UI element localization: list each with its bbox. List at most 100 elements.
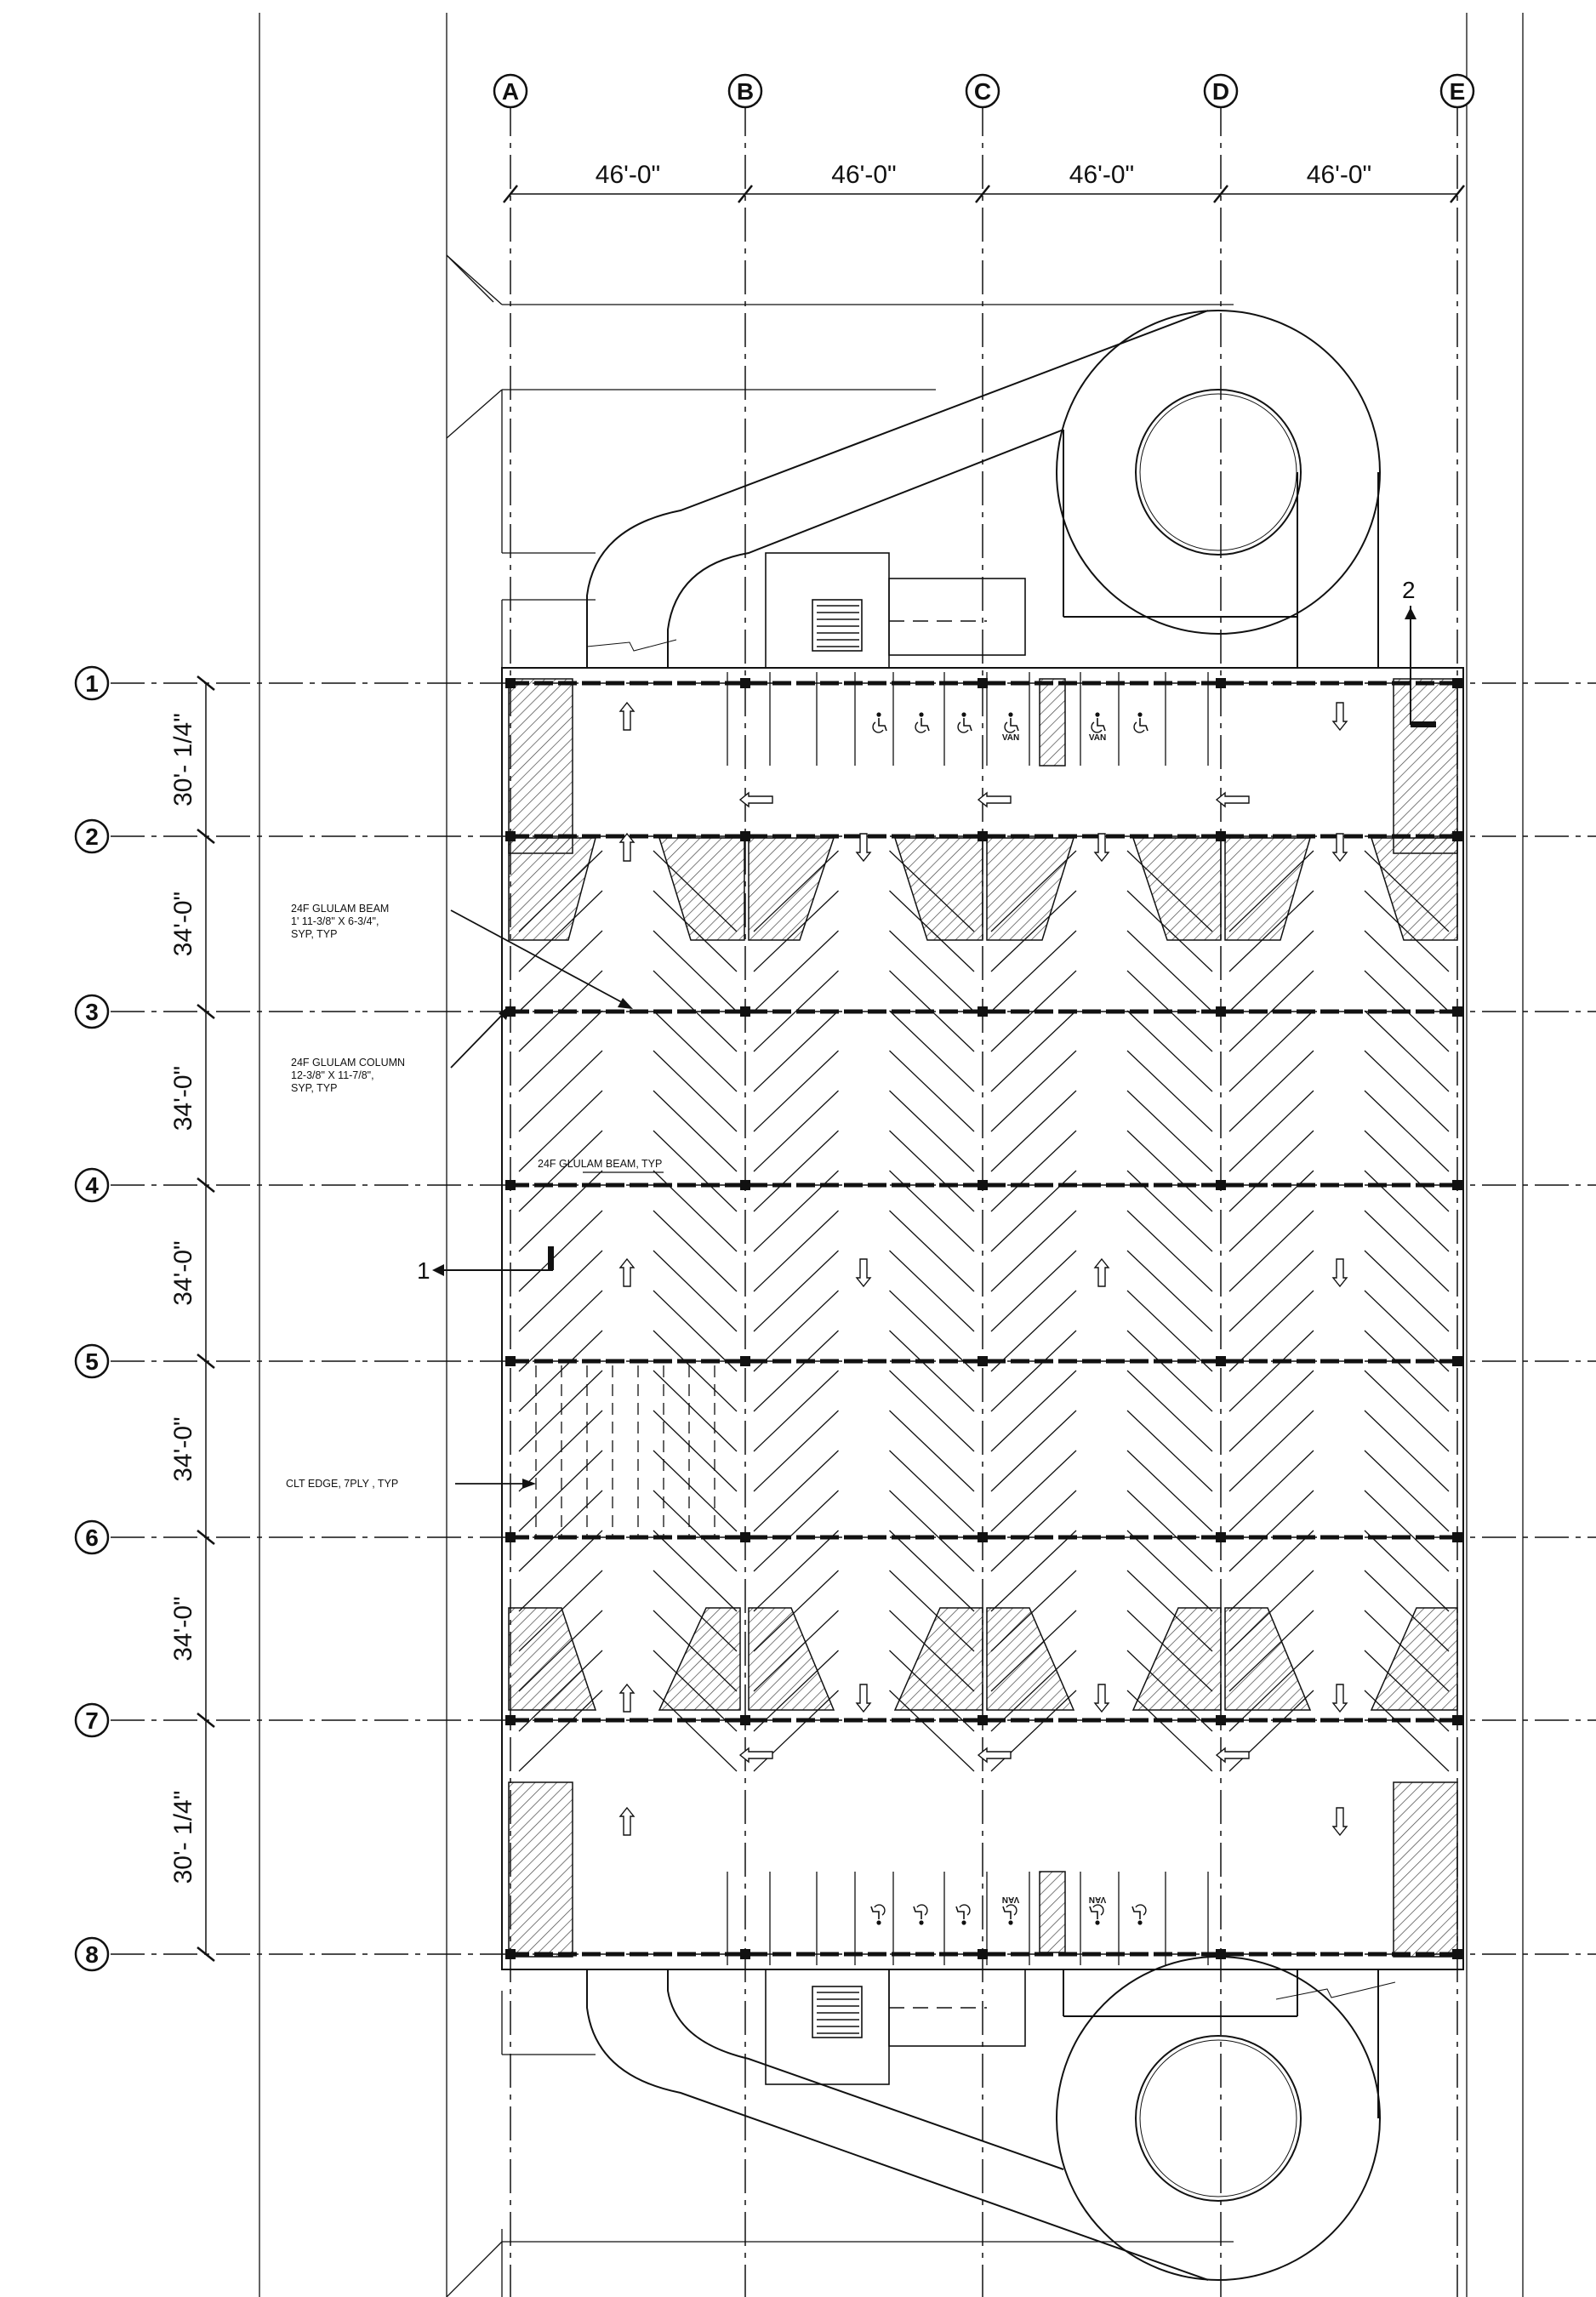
column-dimension-2: 46'-0" [831, 161, 896, 189]
top-helix-outer [1056, 310, 1381, 635]
arrow-down-icon [1331, 1258, 1348, 1288]
top-stair-core [765, 552, 1026, 669]
glulam-column [1216, 1949, 1226, 1959]
glulam-column [1452, 678, 1462, 688]
glulam-column [740, 678, 750, 688]
arrow-up-icon [618, 701, 636, 731]
arrow-down-icon [1331, 702, 1348, 732]
arrow-up-icon [1093, 1257, 1110, 1287]
glulam-column [505, 1532, 516, 1542]
wheelchair-icon [1131, 1904, 1147, 1925]
bottom-helix-outer [1056, 1956, 1381, 2281]
glulam-column [740, 831, 750, 841]
arrow-down-icon [855, 833, 872, 863]
arrow-down-icon [855, 1258, 872, 1288]
glulam-column [1452, 1715, 1462, 1725]
row-dimension-5: 34'-0" [169, 1416, 197, 1481]
arrow-left-icon [977, 791, 1012, 808]
wheelchair-icon [872, 712, 887, 733]
van-label: VAN [1089, 733, 1106, 743]
arrow-up-icon [618, 1683, 636, 1713]
grid-bubble-4 [74, 1167, 110, 1203]
arrow-left-icon [738, 1747, 773, 1764]
wheelchair-icon [955, 1904, 971, 1925]
section-marker-1: 1 [417, 1246, 554, 1284]
grid-label-4: 4 [85, 1172, 99, 1199]
bottom-ramp-inner-edge [667, 1969, 1064, 2170]
wheelchair-icon: VAN [1089, 1895, 1106, 1925]
glulam-column [978, 1180, 988, 1190]
grid-bubble-6 [74, 1519, 110, 1555]
clt-edge-note: CLT EDGE, 7PLY , TYP [286, 1478, 536, 1490]
grid-label-B: B [737, 78, 754, 105]
glulam-column [740, 1532, 750, 1542]
glulam-column [978, 1715, 988, 1725]
grid-bubble-7 [74, 1702, 110, 1738]
bottom-helix-inner [1135, 2035, 1302, 2202]
row-dimension-1: 30'- 1/4" [169, 713, 197, 807]
grid-label-1: 1 [85, 670, 99, 697]
wheelchair-icon [957, 712, 972, 733]
glulam-column [1452, 1006, 1462, 1017]
grid-bubble-C [965, 73, 1000, 109]
glulam-column [978, 678, 988, 688]
glulam-column [1216, 1006, 1226, 1017]
section-marker-2: 2 [1402, 577, 1436, 727]
glulam-column [505, 831, 516, 841]
glulam-column-note-line-1: 24F GLULAM COLUMN [291, 1057, 405, 1069]
arrow-down-icon [1331, 1807, 1348, 1837]
glulam-column-note-line-3: SYP, TYP [291, 1082, 337, 1094]
glulam-column [505, 1949, 516, 1959]
glulam-column [978, 831, 988, 841]
row-dimension-3: 34'-0" [169, 1066, 197, 1131]
wheelchair-icon: VAN [1089, 712, 1106, 743]
glulam-column [1216, 1356, 1226, 1366]
glulam-beam-typ-note: 24F GLULAM BEAM, TYP [538, 1158, 664, 1173]
grid-bubble-5 [74, 1343, 110, 1379]
glulam-column [1216, 678, 1226, 688]
grid-bubble-1 [74, 665, 110, 701]
section-marker-2-label: 2 [1402, 577, 1416, 603]
grid-bubble-E [1439, 73, 1475, 109]
glulam-column [740, 1715, 750, 1725]
glulam-column-note: 24F GLULAM COLUMN 12-3/8" X 11-7/8", SYP… [291, 1006, 510, 1094]
row-dimension-4: 34'-0" [169, 1240, 197, 1305]
traffic-arrows [618, 701, 1348, 1837]
top-helix-inner [1135, 389, 1302, 556]
grid-bubble-8 [74, 1936, 110, 1972]
top-ramp-inner-edge [667, 429, 1064, 668]
wheelchair-icon [915, 712, 930, 733]
clt-edge-dashed-lines [535, 1365, 715, 1536]
glulam-beam-typ-note-text: 24F GLULAM BEAM, TYP [538, 1158, 662, 1170]
stair-icon [812, 1986, 863, 2038]
bottom-helix-ramp [586, 1956, 1396, 2281]
glulam-column [1216, 831, 1226, 841]
wheelchair-icon: VAN [1002, 712, 1019, 743]
grid-label-3: 3 [85, 999, 99, 1025]
arrow-left-icon [1215, 791, 1250, 808]
annotation-notes: 24F GLULAM BEAM 1' 11-3/8" X 6-3/4", SYP… [286, 903, 664, 1490]
glulam-column [1452, 1180, 1462, 1190]
clt-edge-note-text: CLT EDGE, 7PLY , TYP [286, 1478, 398, 1490]
grid-bubble-2 [74, 818, 110, 854]
glulam-column [978, 1949, 988, 1959]
column-dimension-1: 46'-0" [596, 161, 660, 189]
top-helix-ramp [586, 310, 1381, 669]
glulam-beams [505, 678, 1462, 1959]
row-dimension-6: 34'-0" [169, 1596, 197, 1661]
arrow-down-icon [1331, 1684, 1348, 1713]
glulam-column [1452, 1356, 1462, 1366]
wheelchair-icon: VAN [1002, 1895, 1019, 1925]
arrow-up-icon [618, 1257, 636, 1287]
glulam-column [1452, 831, 1462, 841]
accessible-stalls: VAN VAN VAN VAN [870, 712, 1149, 1925]
glulam-column [1216, 1715, 1226, 1725]
van-label: VAN [1002, 733, 1019, 743]
bottom-ramp-outer-edge [586, 1969, 1209, 2281]
glulam-beam-note-line-3: SYP, TYP [291, 928, 337, 940]
wheelchair-icon [1133, 712, 1149, 733]
arrow-left-icon [1215, 1747, 1250, 1764]
glulam-column [740, 1356, 750, 1366]
wheelchair-icon [870, 1904, 886, 1925]
glulam-column [1216, 1180, 1226, 1190]
